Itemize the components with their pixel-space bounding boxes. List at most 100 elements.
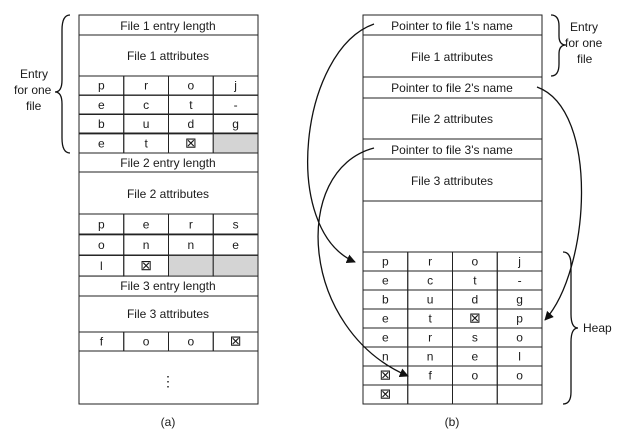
grid-cell xyxy=(212,254,259,277)
entry-label-a-line1: Entry xyxy=(20,67,48,81)
name-char: f xyxy=(428,369,432,383)
terminator-cell-glyph: ⊠ xyxy=(185,134,197,150)
name-char: o xyxy=(188,79,195,93)
name-char: l xyxy=(100,259,103,273)
name-char: t xyxy=(428,312,432,326)
name-char: o xyxy=(472,369,479,383)
name-char: b xyxy=(98,117,105,131)
panel-a-outline xyxy=(78,14,259,405)
name-char: t xyxy=(144,136,148,150)
terminator-cell-glyph: ⊠ xyxy=(380,386,392,402)
entry-label-a-line3: file xyxy=(26,99,42,113)
file3-attributes-label-b: File 3 attributes xyxy=(411,174,493,188)
panel-b: Pointer to file 1's name File 1 attribut… xyxy=(307,14,612,429)
name-char: e xyxy=(472,350,479,364)
grid-cell xyxy=(212,133,259,154)
name-char: n xyxy=(143,238,150,252)
name-char: f xyxy=(100,335,104,349)
name-char: c xyxy=(143,98,149,112)
heap-label: Heap xyxy=(583,321,612,335)
name-char: t xyxy=(473,274,477,288)
heap-brace xyxy=(562,251,579,405)
caption-a: (a) xyxy=(161,415,176,429)
name-char: r xyxy=(428,331,432,345)
name-char: d xyxy=(472,293,479,307)
name-char: e xyxy=(382,274,389,288)
name-char: j xyxy=(517,255,521,269)
name-char: r xyxy=(189,217,193,231)
name-char: o xyxy=(516,369,523,383)
entry-label-a-line2: for one xyxy=(14,83,52,97)
name-char: o xyxy=(143,335,150,349)
continuation-ellipsis: ⋮ xyxy=(161,373,175,389)
entry-label-b-line1: Entry xyxy=(570,20,598,34)
entry-label-b-line2: for one xyxy=(565,36,603,50)
name-char: g xyxy=(516,293,523,307)
name-char: e xyxy=(143,217,150,231)
file3-length-label: File 3 entry length xyxy=(120,279,215,293)
name-char: t xyxy=(189,98,193,112)
pointer-file1-label: Pointer to file 1's name xyxy=(391,19,513,33)
file1-attributes-label-b: File 1 attributes xyxy=(411,50,493,64)
panel-a: File 1 entry length File 1 attributes p r… xyxy=(14,14,259,429)
file3-name-grid: f o o ⊠ xyxy=(78,331,259,352)
name-char: s xyxy=(472,331,478,345)
name-char: p xyxy=(98,217,105,231)
name-char: o xyxy=(188,335,195,349)
terminator-cell-glyph: ⊠ xyxy=(230,333,242,349)
name-char: d xyxy=(188,117,195,131)
name-char: p xyxy=(382,255,389,269)
name-char: u xyxy=(143,117,150,131)
file1-attributes-label: File 1 attributes xyxy=(127,49,209,63)
terminator-cell-glyph: ⊠ xyxy=(140,257,152,273)
name-char: e xyxy=(98,136,105,150)
name-char: j xyxy=(233,79,237,93)
grid-cell xyxy=(452,384,498,405)
entry-label-b-line3: file xyxy=(577,52,593,66)
name-char: p xyxy=(516,312,523,326)
pointer-arrow-file1 xyxy=(307,23,375,263)
name-char: e xyxy=(382,312,389,326)
name-char: s xyxy=(233,217,239,231)
name-char: p xyxy=(98,79,105,93)
pointer-file3-label: Pointer to file 3's name xyxy=(391,143,513,157)
pointer-arrow-file2 xyxy=(536,86,583,321)
name-char: n xyxy=(382,350,389,364)
name-char: r xyxy=(428,255,432,269)
name-char: o xyxy=(98,238,105,252)
name-char: o xyxy=(472,255,479,269)
name-char: n xyxy=(427,350,434,364)
file2-attributes-label: File 2 attributes xyxy=(127,187,209,201)
name-char: u xyxy=(427,293,434,307)
pointer-arrow-file3 xyxy=(317,147,409,377)
name-char: - xyxy=(234,98,238,112)
file1-name-grid: p r o j e c t - b u d g e t ⊠ xyxy=(78,75,259,154)
caption-b: (b) xyxy=(445,415,460,429)
name-char: - xyxy=(518,274,522,288)
terminator-cell-glyph: ⊠ xyxy=(380,367,392,383)
name-char: g xyxy=(232,117,239,131)
name-char: b xyxy=(382,293,389,307)
file3-attributes-label: File 3 attributes xyxy=(127,307,209,321)
name-char: e xyxy=(382,331,389,345)
name-char: n xyxy=(188,238,195,252)
terminator-cell-glyph: ⊠ xyxy=(469,310,481,326)
file2-attributes-label-b: File 2 attributes xyxy=(411,112,493,126)
grid-cell xyxy=(496,384,543,405)
name-char: l xyxy=(518,350,521,364)
grid-cell xyxy=(168,254,214,277)
entry-brace-b xyxy=(550,14,567,77)
file2-length-label: File 2 entry length xyxy=(120,156,215,170)
name-char: e xyxy=(98,98,105,112)
entry-brace-a xyxy=(54,14,71,154)
grid-cell xyxy=(212,331,259,352)
file1-length-label: File 1 entry length xyxy=(120,19,215,33)
name-char: e xyxy=(232,238,239,252)
pointer-file2-label: Pointer to file 2's name xyxy=(391,81,513,95)
name-char: r xyxy=(144,79,148,93)
name-char: c xyxy=(427,274,433,288)
